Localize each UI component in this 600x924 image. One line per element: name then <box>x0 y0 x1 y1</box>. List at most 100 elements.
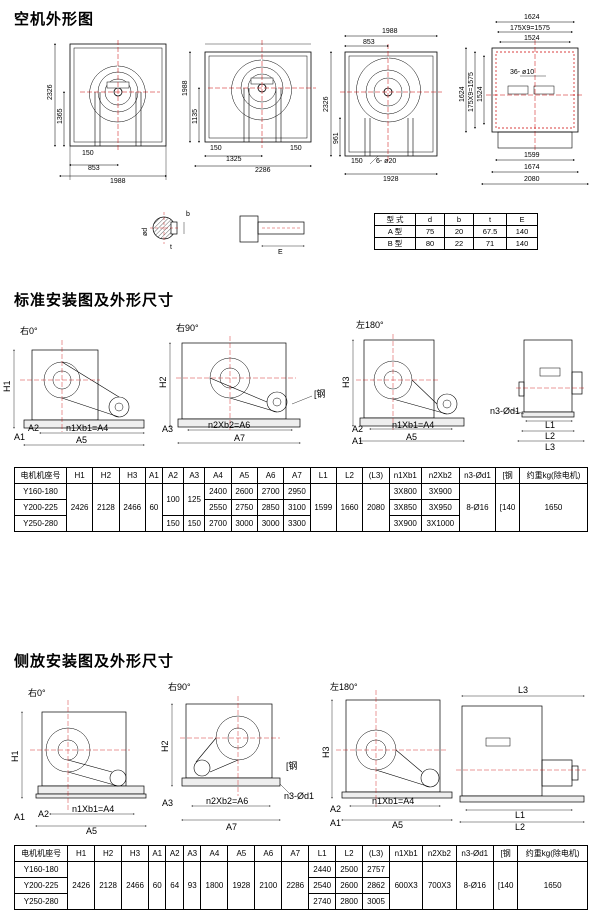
side-h3-value: 2466 <box>121 861 149 910</box>
side-l1-value-1: 2440 <box>308 861 337 878</box>
v4-height-1: 1624 <box>459 86 466 102</box>
std-th-weight: 约重kg(除电机) <box>518 467 589 484</box>
std-h1-value: 2426 <box>65 483 94 532</box>
v4-width-b: 1674 <box>524 164 540 171</box>
outline-view-2 <box>189 40 316 167</box>
v3-top-width: 1988 <box>382 28 398 35</box>
table-cell: 67.5 <box>473 225 507 238</box>
v4-width-a: 1599 <box>524 152 540 159</box>
std-a1-label-3: A1 <box>352 436 363 446</box>
side-h2-value: 2128 <box>94 861 123 910</box>
side-th-steel: [钢 <box>492 845 519 862</box>
side-th-weight: 约重kg(除电机) <box>517 845 588 862</box>
std-a1-value: 60 <box>144 483 163 532</box>
v3-total-width: 1928 <box>383 176 399 183</box>
v4-height-3: 1524 <box>477 86 484 102</box>
std-th-n2: n2Xb2 <box>421 467 460 484</box>
v3-height-total: 2326 <box>323 96 330 112</box>
std-l3-value: 2080 <box>362 483 390 532</box>
side-th-a4: A4 <box>200 845 229 862</box>
std-th-a2: A2 <box>161 467 185 484</box>
table-row: Y250-280 150 150 2700 3000 3000 3300 3X9… <box>14 515 588 532</box>
std-a4-value-1: 2400 <box>204 483 232 500</box>
std-th-n3: n3-Ød1 <box>458 467 497 484</box>
side-steel-value: [140 <box>492 861 519 910</box>
side-a4-label-3: n1Xb1=A4 <box>372 796 414 806</box>
side-th-n1: n1Xb1 <box>389 845 424 862</box>
std-n2-value-1: 3X900 <box>421 483 460 500</box>
shaft-th-type: 型 式 <box>374 213 416 226</box>
shaft-e-label: E <box>278 249 283 256</box>
v3-half-width: 853 <box>363 39 375 46</box>
std-l1-value: 1599 <box>309 483 337 532</box>
std-model-1: Y160-180 <box>14 483 67 500</box>
table-row: Y250-280 2740 2800 3005 <box>13 893 588 910</box>
std-th-a5: A5 <box>230 467 258 484</box>
side-a6-value: 2100 <box>254 861 283 910</box>
v3-holes: 6- ø20 <box>376 158 396 165</box>
std-h1-label: H1 <box>2 380 12 392</box>
shaft-diameter-label: ød <box>142 228 149 236</box>
std-a5-value-2: 2750 <box>230 499 258 516</box>
std-th-a6: A6 <box>256 467 285 484</box>
side-a2-label-1: A2 <box>38 809 49 819</box>
v4-holes: 36- ø10 <box>510 69 534 76</box>
std-h3-label: H3 <box>341 376 351 388</box>
side-l1-value-3: 2740 <box>308 893 337 910</box>
std-model-2: Y200-225 <box>14 499 67 516</box>
std-a7-label: A7 <box>234 433 245 443</box>
side-th-a6: A6 <box>254 845 283 862</box>
v2-half-width: 1325 <box>226 156 242 163</box>
table-row: Y160-180 2426 2128 2466 60 64 93 1800 19… <box>13 861 588 910</box>
std-steel-label: [钢 <box>314 388 326 399</box>
side-view-right-90 <box>171 696 293 821</box>
table-cell: A 型 <box>374 225 416 238</box>
side-a2-value: 64 <box>165 861 184 910</box>
table-cell: 20 <box>444 225 474 238</box>
v4-height-2: 175X9=1575 <box>468 72 475 112</box>
side-h2-label: H2 <box>160 740 170 752</box>
side-l2-value-2: 2600 <box>335 877 364 894</box>
std-th-model: 电机机座号 <box>14 467 67 484</box>
std-n1-value-3: 3X900 <box>388 515 423 532</box>
side-th-h2: H2 <box>94 845 123 862</box>
outline-view-3 <box>330 35 442 175</box>
v2-base-left: 150 <box>210 145 222 152</box>
std-a2-label-1: A2 <box>28 423 39 433</box>
std-h3-value: 2466 <box>118 483 146 532</box>
side-th-a5: A5 <box>227 845 256 862</box>
side-n3-value: 8-Ø16 <box>455 861 495 910</box>
std-th-a1: A1 <box>144 467 163 484</box>
side-weight-value: 1650 <box>517 861 588 910</box>
side-view-left-180 <box>331 690 453 821</box>
std-a7-value-2: 3100 <box>283 499 311 516</box>
std-a7-value-1: 2950 <box>283 483 311 500</box>
std-n2-value-2: 3X950 <box>421 499 460 516</box>
side-view-profile <box>456 695 586 823</box>
side-model-2: Y200-225 <box>13 877 69 894</box>
side-a4-label-1: n1Xb1=A4 <box>72 804 114 814</box>
std-a2-value-3: 150 <box>161 515 185 532</box>
std-a4-value-2: 2550 <box>204 499 232 516</box>
shaft-table-header: 型 式 d b t E <box>374 213 538 226</box>
std-a2-label-3: A2 <box>352 424 363 434</box>
std-l2-label: L2 <box>545 431 555 441</box>
side-th-l2: L2 <box>335 845 364 862</box>
standard-view-right-0 <box>13 340 145 446</box>
side-a7-label: A7 <box>226 822 237 832</box>
outline-view-4 <box>465 21 589 185</box>
side-th-n3: n3-Ød1 <box>455 845 495 862</box>
standard-view-right-90 <box>169 336 313 444</box>
std-a6-value-2: 2850 <box>256 499 285 516</box>
side-a3-label: A3 <box>162 798 173 808</box>
side-steel-label: [钢 <box>286 760 298 771</box>
v1-height-total: 2326 <box>47 84 54 100</box>
std-a1-label-1: A1 <box>14 432 25 442</box>
std-n1-value-2: 3X850 <box>388 499 423 516</box>
std-view-r90-label: 右90° <box>176 322 199 333</box>
table-cell: B 型 <box>374 237 416 250</box>
table-row: Y160-180 2426 2128 2466 60 100 125 2400 … <box>14 483 589 532</box>
std-a6-value-1: 2700 <box>256 483 285 500</box>
side-table-header: 电机机座号 H1 H2 H3 A1 A2 A3 A4 A5 A6 A7 L1 L… <box>13 845 588 862</box>
